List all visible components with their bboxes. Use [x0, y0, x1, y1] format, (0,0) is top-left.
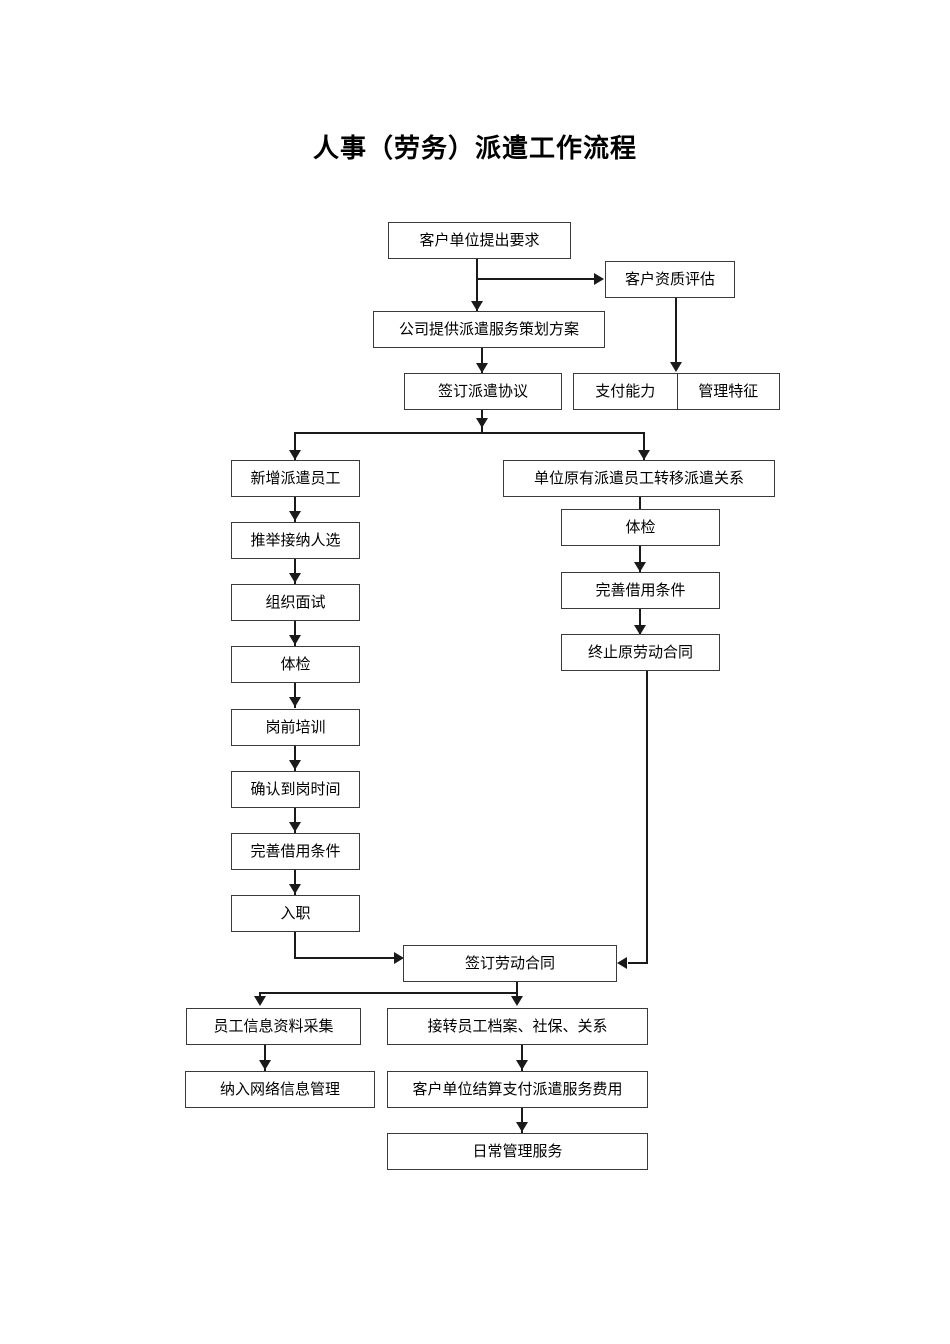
arrow-n1-to-n2 [594, 273, 604, 285]
connector-n13-down [646, 671, 648, 964]
node-medical-exam-right[interactable]: 体检 [561, 509, 720, 546]
arrow-n17-to-n18 [394, 952, 404, 964]
connector-n16-to-n17 [294, 870, 296, 895]
arrow-splitbar-to-n7 [638, 450, 650, 460]
arrow-n9-to-n11 [634, 562, 646, 572]
arrow-n4-to-splitbar [476, 418, 488, 428]
connector-n17-down [294, 932, 296, 959]
node-transfer-existing-dispatch-relation[interactable]: 单位原有派遣员工转移派遣关系 [503, 460, 775, 497]
connector-n15-to-n16 [294, 808, 296, 833]
node-recommend-candidates[interactable]: 推举接纳人选 [231, 522, 360, 559]
connector-n2-to-n5b [675, 297, 677, 367]
connector-n12-to-n14 [294, 683, 296, 708]
node-client-qualification-assessment[interactable]: 客户资质评估 [605, 261, 735, 298]
connector-n17-to-n18 [294, 957, 402, 959]
arrow-n8-to-n10 [289, 573, 301, 583]
connector-n6-to-n8 [294, 497, 296, 522]
node-client-settle-service-fee[interactable]: 客户单位结算支付派遣服务费用 [387, 1071, 648, 1108]
arrow-n6-to-n8 [289, 511, 301, 521]
connector-n7-to-n9 [639, 497, 641, 511]
connector-n8-to-n10 [294, 559, 296, 584]
arrow-n19-to-n21 [259, 1060, 271, 1070]
node-organize-interview[interactable]: 组织面试 [231, 584, 360, 621]
arrow-n10-to-n12 [289, 635, 301, 645]
node-daily-management-service[interactable]: 日常管理服务 [387, 1133, 648, 1170]
connector-n20-to-n22 [521, 1045, 523, 1071]
connector-n1-trunk [476, 258, 478, 313]
connector-n22-to-n23 [521, 1107, 523, 1133]
node-dispatch-service-plan[interactable]: 公司提供派遣服务策划方案 [373, 311, 605, 348]
split-bar-n18 [259, 992, 518, 994]
node-management-characteristics[interactable]: 管理特征 [676, 374, 780, 409]
arrow-n18-to-n20 [511, 996, 523, 1006]
node-client-request[interactable]: 客户单位提出要求 [388, 222, 571, 259]
connector-splitbar-right [643, 432, 645, 460]
connector-splitbar-left [294, 432, 296, 460]
arrow-n14-to-n15 [289, 760, 301, 770]
connector-n9-to-n11 [639, 546, 641, 573]
connector-n1-to-n2 [476, 278, 595, 280]
arrow-n22-to-n23 [516, 1122, 528, 1132]
connector-n3-to-n4 [481, 347, 483, 375]
connector-n13-to-n18 [628, 962, 648, 964]
connector-n11-to-n13 [639, 609, 641, 636]
connector-n14-to-n15 [294, 746, 296, 771]
split-bar-n4 [294, 432, 644, 434]
arrow-n20-to-n22 [516, 1060, 528, 1070]
arrow-n16-to-n17 [289, 884, 301, 894]
arrow-n15-to-n16 [289, 822, 301, 832]
node-pre-job-training[interactable]: 岗前培训 [231, 709, 360, 746]
node-sign-dispatch-agreement[interactable]: 签订派遣协议 [404, 373, 562, 410]
connector-n19-to-n21 [264, 1045, 266, 1071]
arrow-n1-to-n3 [471, 301, 483, 311]
node-improve-borrow-conditions-right[interactable]: 完善借用条件 [561, 572, 720, 609]
connector-n18-trunk [516, 982, 518, 994]
arrow-splitbar-to-n6 [289, 450, 301, 460]
arrow-n13-to-n18 [617, 957, 627, 969]
arrow-n12-to-n14 [289, 697, 301, 707]
node-sign-labor-contract[interactable]: 签订劳动合同 [403, 945, 617, 982]
node-payment-and-management[interactable]: 支付能力 管理特征 [573, 373, 780, 410]
arrow-n2-to-n5b [670, 362, 682, 372]
node-collect-employee-info[interactable]: 员工信息资料采集 [186, 1008, 361, 1045]
node-include-network-info-management[interactable]: 纳入网络信息管理 [185, 1071, 375, 1108]
node-confirm-start-date[interactable]: 确认到岗时间 [231, 771, 360, 808]
node-new-dispatch-employee[interactable]: 新增派遣员工 [231, 460, 360, 497]
arrow-n18-to-n19 [254, 996, 266, 1006]
node-transfer-records-social-insurance[interactable]: 接转员工档案、社保、关系 [387, 1008, 648, 1045]
arrow-n3-to-n4 [476, 363, 488, 373]
arrow-n11-to-n13 [634, 625, 646, 635]
node-terminate-original-contract[interactable]: 终止原劳动合同 [561, 634, 720, 671]
page-title: 人事（劳务）派遣工作流程 [312, 134, 637, 164]
node-payment-capability[interactable]: 支付能力 [595, 382, 656, 401]
node-medical-exam-left[interactable]: 体检 [231, 646, 360, 683]
node-improve-borrow-conditions-left[interactable]: 完善借用条件 [231, 833, 360, 870]
connector-n10-to-n12 [294, 621, 296, 646]
node-onboarding[interactable]: 入职 [231, 895, 360, 932]
